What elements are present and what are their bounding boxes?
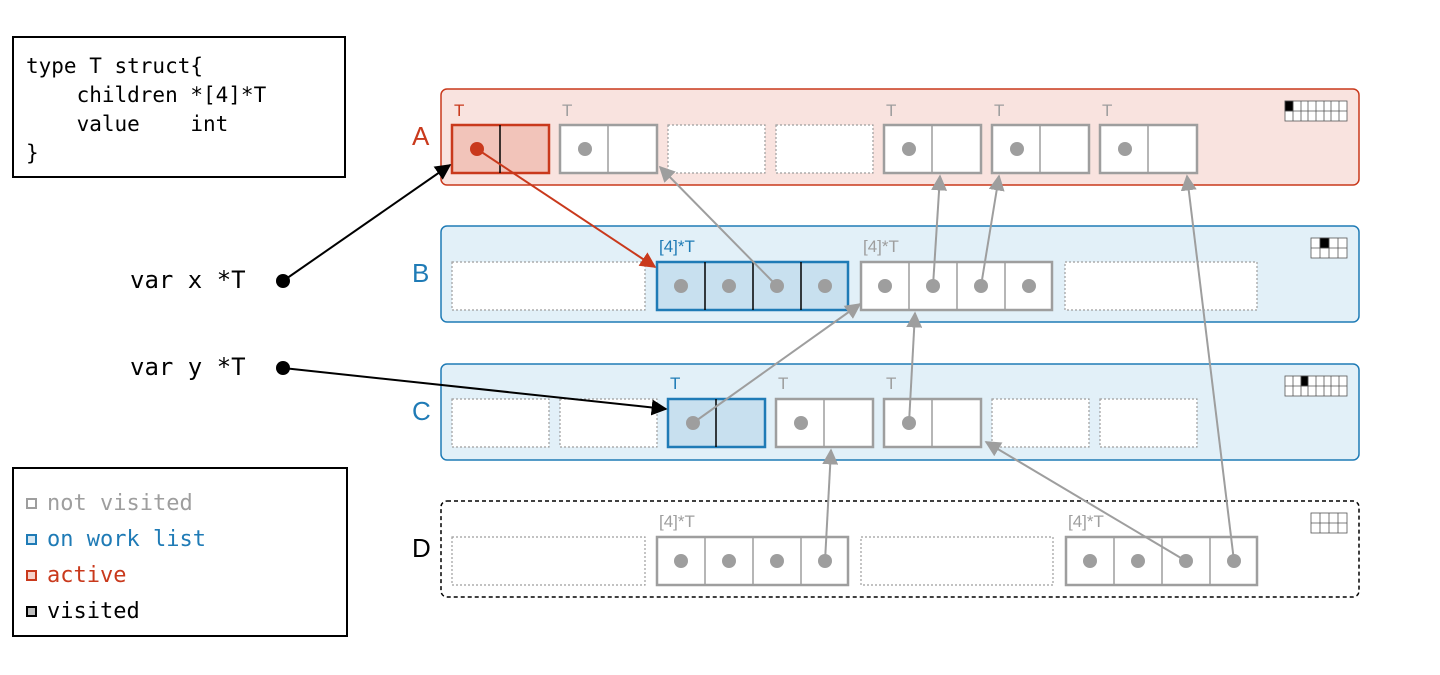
legend-on-work-list-label: on work list (47, 526, 206, 552)
legend-not-visited: not visited (14, 485, 346, 521)
a-free-slot-4 (775, 124, 874, 174)
legend-visited-label: visited (47, 598, 140, 624)
ptr-d4-to-a7 (1180, 174, 1235, 562)
legend-active-label: active (47, 562, 127, 588)
legend-not-visited-label: not visited (47, 490, 193, 516)
struct-definition-box: type T struct{ children *[4]*T value int… (12, 36, 346, 178)
ptr-b2-to-a5 (931, 174, 948, 287)
ptr-b2-to-a6 (980, 174, 1005, 287)
var-x-pointer (282, 164, 452, 282)
span-a-label: A (412, 121, 430, 151)
code-line-2: children *[4]*T (26, 83, 267, 107)
b-free-slot-1 (451, 261, 646, 311)
d-free-slot-1 (451, 536, 646, 586)
code-line-3: value int (26, 112, 229, 136)
a-obj-2-type-label: T (562, 101, 572, 120)
ptr-c5-to-b2 (906, 311, 923, 424)
c-obj-4-type-label: T (778, 374, 788, 393)
var-y-pointer (282, 367, 668, 416)
span-a-bitmap (1284, 100, 1348, 122)
ptr-b1-to-a2 (658, 165, 778, 287)
span-d-bitmap (1310, 512, 1348, 534)
d-array-4-type-label: [4]*T (1068, 512, 1104, 531)
a-obj-6-type-label: T (994, 101, 1004, 120)
b-free-slot-4 (1064, 261, 1258, 311)
visited-swatch (26, 605, 37, 617)
b-array-2-type-label: [4]*T (863, 237, 899, 256)
span-c-bitmap (1284, 375, 1348, 397)
span-b-bitmap (1310, 237, 1348, 259)
a-free-slot-3 (667, 124, 766, 174)
b-array-1-type-label: [4]*T (659, 237, 695, 256)
active-pointer (476, 148, 657, 268)
code-line-1: type T struct{ (26, 54, 204, 78)
d-array-2-type-label: [4]*T (659, 512, 695, 531)
a-obj-5-type-label: T (886, 101, 896, 120)
span-d-label: D (412, 533, 431, 563)
d-free-slot-3 (860, 536, 1054, 586)
c-obj-3-type-label: T (670, 374, 680, 393)
a-obj-7-type-label: T (1102, 101, 1112, 120)
span-b-label: B (412, 258, 429, 288)
a-obj-1-type-label: T (454, 101, 464, 120)
c-free-slot-1 (451, 398, 550, 448)
var-x-label: var x *T (130, 266, 246, 294)
ptr-d4-to-c5 (984, 441, 1187, 562)
span-c-label: C (412, 396, 431, 426)
legend-visited: visited (14, 593, 346, 629)
legend: not visited on work list active visited (12, 467, 348, 637)
legend-on-work-list: on work list (14, 521, 346, 557)
ptr-c3-to-b2 (692, 303, 862, 424)
code-line-4: } (26, 141, 39, 165)
var-y-label: var y *T (130, 353, 246, 381)
not-visited-swatch (26, 497, 37, 509)
ptr-d2-to-c4 (822, 448, 839, 562)
legend-active: active (14, 557, 346, 593)
on-work-list-swatch (26, 533, 37, 545)
c-free-slot-6 (991, 398, 1090, 448)
c-obj-5-type-label: T (886, 374, 896, 393)
c-free-slot-7 (1099, 398, 1198, 448)
active-swatch (26, 569, 37, 581)
